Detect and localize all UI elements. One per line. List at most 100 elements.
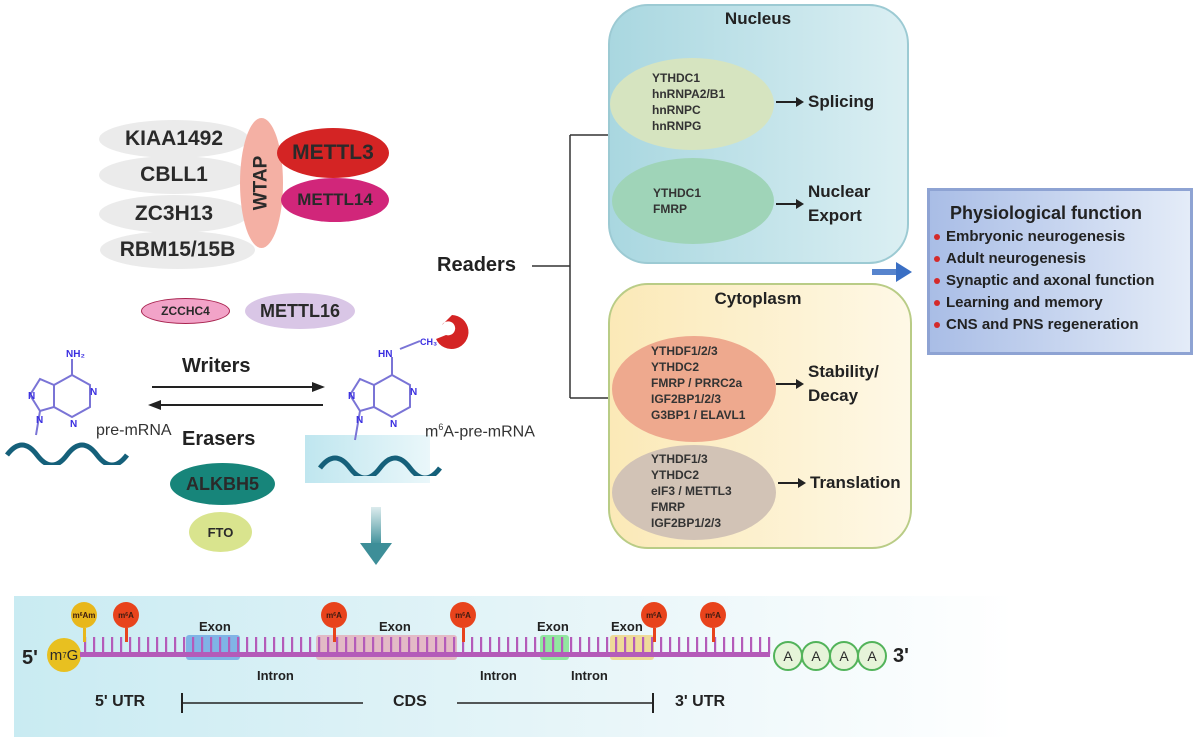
physiological-item: Embryonic neurogenesis xyxy=(934,226,1190,248)
cds-label: CDS xyxy=(393,693,427,710)
strand-tooth xyxy=(138,637,141,654)
svg-text:N: N xyxy=(348,391,355,402)
strand-tooth xyxy=(570,637,573,654)
reader-protein: YTHDF1/3 xyxy=(651,452,708,466)
mettl14-label: METTL14 xyxy=(297,190,373,209)
mettl14-enzyme: METTL14 xyxy=(281,178,389,222)
bullet-icon xyxy=(934,300,940,306)
mettl16-writer: METTL16 xyxy=(245,293,355,329)
reader-protein: G3BP1 / ELAVL1 xyxy=(651,408,746,422)
strand-tooth xyxy=(318,637,321,654)
mark-prefix: m xyxy=(72,610,80,620)
wtap-scaffold: WTAP xyxy=(240,118,283,248)
strand-tooth xyxy=(363,637,366,654)
pre-mrna-label: pre-mRNA xyxy=(96,422,172,439)
mark-suffix: A xyxy=(128,610,134,620)
export-reader-group xyxy=(612,158,774,244)
exon-label: Exon xyxy=(379,619,411,634)
strand-tooth xyxy=(435,637,438,654)
svg-text:CH₃: CH₃ xyxy=(420,337,437,347)
strand-tooth xyxy=(111,637,114,654)
item-label: Embryonic neurogenesis xyxy=(946,228,1126,245)
mark-suffix: A xyxy=(336,610,342,620)
polya-label: A xyxy=(811,648,821,664)
function-label: Stability/Decay xyxy=(808,360,879,408)
blue-arrow-icon xyxy=(872,262,912,282)
strand-tooth xyxy=(228,637,231,654)
translation-function: Translation xyxy=(778,473,901,493)
mark-suffix: A xyxy=(715,610,721,620)
cytoplasm-title: Cytoplasm xyxy=(714,289,802,308)
five-prime-label: 5' xyxy=(22,647,38,669)
strand-tooth xyxy=(201,637,204,654)
mark-sup: 6 xyxy=(653,612,657,618)
function-line: Nuclear xyxy=(808,182,871,201)
svg-text:N: N xyxy=(36,415,43,426)
adaptor-label: KIAA1492 xyxy=(124,127,224,150)
strand-tooth xyxy=(129,637,132,654)
mark-sup: 6 xyxy=(462,612,466,618)
label-sup: 6 xyxy=(438,422,444,432)
strand-tooth xyxy=(705,637,708,654)
label-prefix: m xyxy=(425,423,439,441)
bullet-icon xyxy=(934,256,940,262)
svg-text:N: N xyxy=(90,387,97,398)
strand-tooth xyxy=(678,637,681,654)
strand-tooth xyxy=(93,637,96,654)
mark-prefix: m xyxy=(326,610,334,620)
reader-protein: hnRNPC xyxy=(652,103,701,117)
strand-tooth xyxy=(723,637,726,654)
strand-tooth xyxy=(750,637,753,654)
cap-prefix: m xyxy=(49,646,63,664)
mark-prefix: m xyxy=(455,610,463,620)
item-label: Synaptic and axonal function xyxy=(946,272,1155,289)
down-arrow-icon xyxy=(360,507,392,565)
fto-eraser: FTO xyxy=(189,512,252,552)
strand-tooth xyxy=(147,637,150,654)
strand-tooth xyxy=(579,637,582,654)
strand-tooth xyxy=(273,637,276,654)
adaptor-label: CBLL1 xyxy=(140,163,208,186)
strand-tooth xyxy=(552,637,555,654)
physiological-item: Learning and memory xyxy=(934,292,1190,314)
mark-sup: 6 xyxy=(79,612,83,618)
translation-reader-list: YTHDF1/3 YTHDC2 eIF3 / METTL3 FMRP IGF2B… xyxy=(651,451,732,531)
strand-tooth xyxy=(264,637,267,654)
strand-tooth xyxy=(309,637,312,654)
polya-nucleotide: A xyxy=(829,641,859,671)
mark-prefix: m xyxy=(118,610,126,620)
reader-protein: eIF3 / METTL3 xyxy=(651,484,732,498)
mark-suffix: Am xyxy=(82,610,96,620)
strand-tooth xyxy=(732,637,735,654)
cap-suffix: G xyxy=(66,646,79,664)
strand-tooth xyxy=(120,637,123,654)
wtap-label: WTAP xyxy=(250,155,272,211)
erasers-label: Erasers xyxy=(182,428,256,450)
reader-protein: YTHDC1 xyxy=(652,71,701,85)
function-line: Decay xyxy=(808,386,859,405)
svg-text:N: N xyxy=(410,387,417,398)
three-prime-label: 3' xyxy=(893,645,909,667)
polya-label: A xyxy=(867,648,877,664)
strand-tooth xyxy=(426,637,429,654)
strand-tooth xyxy=(345,637,348,654)
stability-reader-list: YTHDF1/2/3 YTHDC2 FMRP / PRRC2a IGF2BP1/… xyxy=(651,343,745,423)
mark-stem xyxy=(461,628,465,642)
strand-tooth xyxy=(543,637,546,654)
mark-stem xyxy=(124,628,128,642)
strand-tooth xyxy=(372,637,375,654)
physiological-item: Synaptic and axonal function xyxy=(934,270,1190,292)
strand-tooth xyxy=(174,637,177,654)
utr3-label: 3' UTR xyxy=(675,693,726,710)
strand-tooth xyxy=(669,637,672,654)
mark-sup: 6 xyxy=(125,612,129,618)
strand-tooth xyxy=(282,637,285,654)
readers-label: Readers xyxy=(437,254,516,276)
